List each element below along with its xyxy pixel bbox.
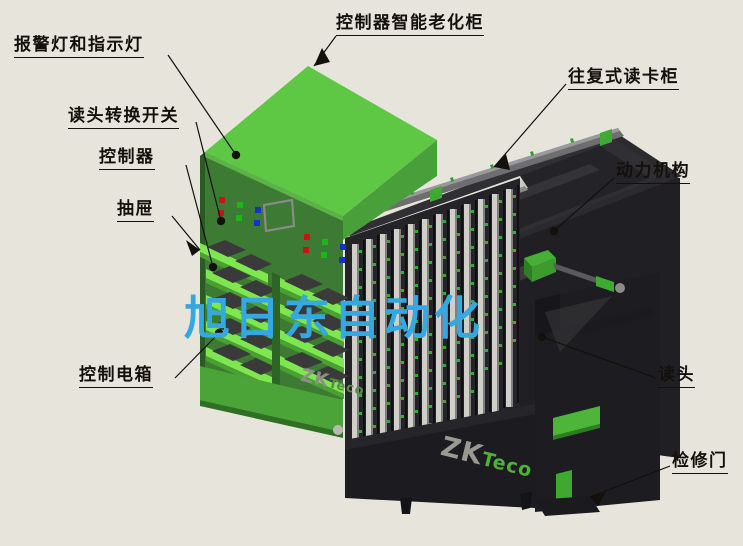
label-alarm-indicator-lamps: 报警灯和指示灯 xyxy=(14,35,144,58)
label-aging-cabinet: 控制器智能老化柜 xyxy=(336,13,484,36)
card-slot-array xyxy=(345,178,520,470)
control-box-plinth xyxy=(200,366,343,438)
leader-lines xyxy=(167,35,671,498)
access-door-panel xyxy=(535,496,600,516)
label-read-head: 读头 xyxy=(658,365,695,388)
controller-drawer-stack-right[interactable] xyxy=(278,274,349,399)
label-reciprocating-reader-cabinet: 往复式读卡柜 xyxy=(568,67,679,90)
access-door-handle xyxy=(553,406,600,500)
drawer-divider-column xyxy=(272,272,280,400)
alarm-indicator-led-cluster-right xyxy=(303,234,346,263)
label-controller: 控制器 xyxy=(99,147,155,170)
label-access-door: 检修门 xyxy=(672,451,728,474)
label-control-electrical-box: 控制电箱 xyxy=(79,365,153,388)
reciprocating-reader-cabinet-body xyxy=(520,176,680,512)
label-power-mechanism: 动力机构 xyxy=(616,161,690,184)
leader-arrowheads xyxy=(186,48,606,506)
cabinet-edge-highlight xyxy=(205,152,343,221)
label-reader-switch: 读头转换开关 xyxy=(68,106,179,129)
reader-cabinet-base xyxy=(345,404,535,514)
label-drawer: 抽屉 xyxy=(117,199,154,222)
alarm-indicator-led-cluster-left xyxy=(218,197,261,226)
read-head-unit xyxy=(535,294,655,352)
controller-display-panel[interactable] xyxy=(262,198,296,233)
leader-endpoint-dots xyxy=(208,150,559,342)
